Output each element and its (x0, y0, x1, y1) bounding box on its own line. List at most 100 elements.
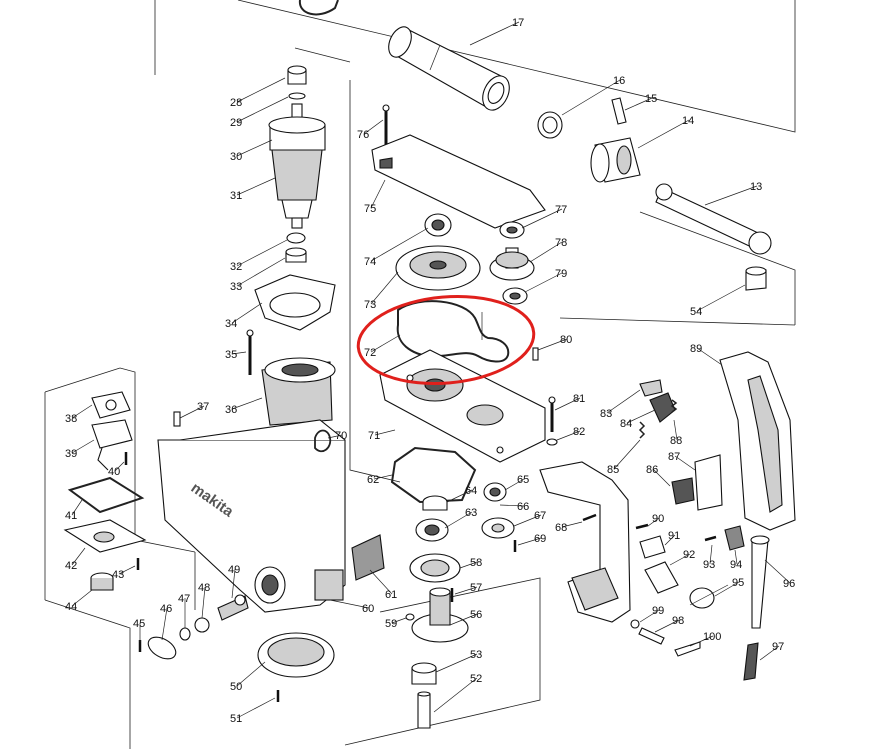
part-84-trigger (649, 392, 676, 423)
leader-line-93 (709, 544, 713, 565)
leader-line-79 (524, 272, 563, 293)
part-99-ring (630, 619, 640, 629)
part-83-trigger-piece (639, 379, 663, 397)
leader-line-75 (370, 179, 386, 209)
part-90-screw (635, 523, 649, 530)
part-number-label-40: 40 (108, 466, 120, 478)
leader-line-60 (329, 599, 370, 609)
part-76-screw (382, 104, 390, 145)
leader-line-30 (236, 139, 273, 157)
part-number-label-36: 36 (225, 404, 237, 416)
part-number-label-91: 91 (668, 530, 680, 542)
part-number-label-75: 75 (364, 203, 376, 215)
leader-line-73 (370, 271, 399, 305)
part-82-washer (546, 438, 558, 446)
part-17-cylinder (388, 26, 510, 111)
part-67-washer (481, 517, 515, 539)
leader-line-70 (327, 434, 343, 439)
leader-line-48 (201, 586, 206, 619)
part-93-screw (704, 535, 717, 542)
part-94-clamp (724, 525, 745, 551)
part-92-capacitor (644, 561, 679, 594)
part-34-baffle (254, 274, 336, 331)
leader-line-81 (554, 397, 581, 411)
leader-line-35 (231, 351, 247, 355)
leader-line-38 (71, 404, 93, 419)
leader-line-61 (369, 569, 393, 595)
leader-line-90 (647, 517, 660, 527)
leader-line-98 (654, 619, 680, 633)
part-number-label-98: 98 (672, 615, 684, 627)
leader-line-36 (231, 397, 263, 410)
part-number-label-15: 15 (645, 93, 657, 105)
leader-line-58 (459, 561, 478, 569)
highlight-ellipse-part-72 (356, 294, 536, 386)
leader-line-68 (561, 521, 583, 528)
part-39-cover (91, 419, 133, 471)
part-61-gasket (351, 534, 385, 581)
leader-line-80 (537, 338, 568, 351)
part-number-label-92: 92 (683, 549, 695, 561)
leader-line-31 (236, 177, 276, 196)
part-number-label-35: 35 (225, 349, 237, 361)
part-74-bearing (424, 213, 452, 237)
part-number-label-97: 97 (772, 641, 784, 653)
part-68-screw (582, 513, 597, 522)
part-number-label-46: 46 (160, 603, 172, 615)
part-number-label-68: 68 (555, 522, 567, 534)
part-number-label-79: 79 (555, 268, 567, 280)
leader-line-92 (669, 553, 691, 566)
part-44-cap (90, 572, 114, 591)
part-number-label-56: 56 (470, 609, 482, 621)
part-number-label-31: 31 (230, 190, 242, 202)
part-56-shaft (411, 587, 469, 643)
leader-line-78 (529, 241, 563, 263)
leader-line-76 (363, 119, 384, 135)
part-number-label-43: 43 (112, 569, 124, 581)
part-number-label-100: 100 (703, 631, 721, 643)
part-number-label-67: 67 (534, 510, 546, 522)
part-77-bearing (499, 221, 525, 239)
part-number-label-76: 76 (357, 129, 369, 141)
leader-line-67 (513, 514, 542, 527)
part-52-bolt (417, 691, 431, 729)
leader-line-41 (71, 499, 83, 516)
leader-line-87 (674, 455, 696, 471)
leader-line-59 (391, 617, 407, 624)
leader-line-29 (236, 96, 289, 123)
part-number-label-62: 62 (367, 474, 379, 486)
part-number-label-66: 66 (517, 501, 529, 513)
part-number-label-83: 83 (600, 408, 612, 420)
leader-line-57 (454, 586, 478, 595)
leader-line-50 (236, 661, 266, 687)
part-88-spring (670, 399, 678, 413)
part-33-bearing (285, 247, 307, 263)
part-63-bearing (415, 518, 449, 542)
part-number-label-77: 77 (555, 204, 567, 216)
part-number-label-95: 95 (732, 577, 744, 589)
leader-line-14 (637, 119, 690, 149)
part-number-label-81: 81 (573, 393, 585, 405)
part-number-label-53: 53 (470, 649, 482, 661)
leader-line-85 (613, 439, 641, 470)
leader-line-62 (373, 474, 393, 480)
part-number-label-48: 48 (198, 582, 210, 594)
part-number-label-30: 30 (230, 151, 242, 163)
part-number-label-64: 64 (465, 485, 477, 497)
part-number-label-51: 51 (230, 713, 242, 725)
leader-line-86 (652, 468, 671, 487)
leader-line-95 (714, 581, 740, 597)
part-47-ring (179, 627, 191, 641)
leader-line-88 (673, 419, 678, 441)
part-14-piston (590, 137, 641, 183)
part-number-label-93: 93 (703, 559, 715, 571)
part-60-housing (157, 419, 346, 613)
leader-line-52 (433, 677, 478, 713)
leader-line-74 (370, 227, 429, 262)
part-number-label-29: 29 (230, 117, 242, 129)
leader-line-46 (161, 607, 168, 641)
part-number-label-70: 70 (335, 430, 347, 442)
part-73-gear (395, 245, 481, 291)
part-100-terminal (674, 641, 701, 657)
part-number-label-69: 69 (534, 533, 546, 545)
